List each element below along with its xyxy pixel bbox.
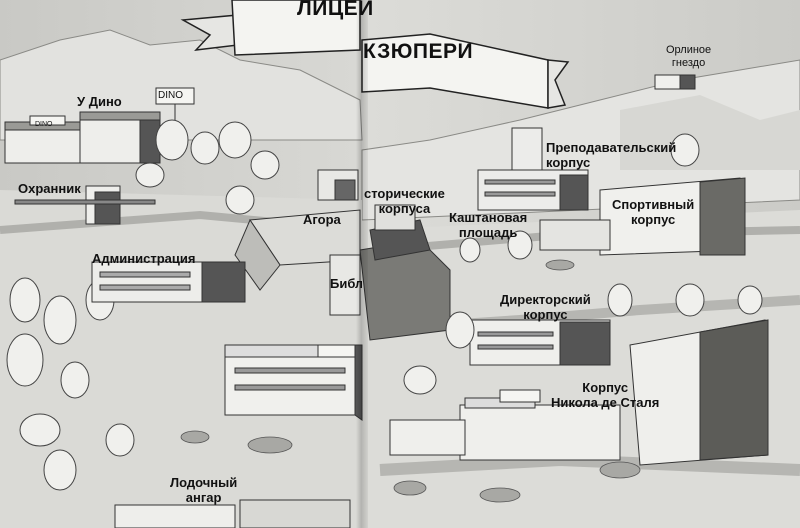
label-prepodavatelsky: Преподавательский корпус <box>546 140 677 170</box>
label-okhrannik: Охранник <box>18 181 81 196</box>
label-korpus-nikola: Корпус Никола де Сталя <box>551 380 660 410</box>
label-sportivny: Спортивный корпус <box>612 197 695 227</box>
label-biblio: Библио <box>330 276 362 291</box>
label-istoricheskie: сторические корпуса <box>364 186 445 216</box>
label-kashtanovaya: Каштановая площадь <box>449 210 528 240</box>
label-u-dino: У Дино <box>77 94 122 109</box>
title-left: ЛИЦЕЙ <box>297 0 374 20</box>
dino-roof-sign: DINO <box>35 121 53 128</box>
label-agora: Агора <box>303 212 341 227</box>
dino-sign: DINO <box>158 90 183 101</box>
label-lodochny: Лодочный ангар <box>170 475 238 505</box>
label-direktorsky: Директорский корпус <box>500 292 591 322</box>
title-right: КЗЮПЕРИ <box>363 40 474 63</box>
label-orlinoe: Орлиное гнездо <box>666 44 712 69</box>
label-administratsiya: Администрация <box>92 251 196 266</box>
book-spine <box>356 0 368 528</box>
